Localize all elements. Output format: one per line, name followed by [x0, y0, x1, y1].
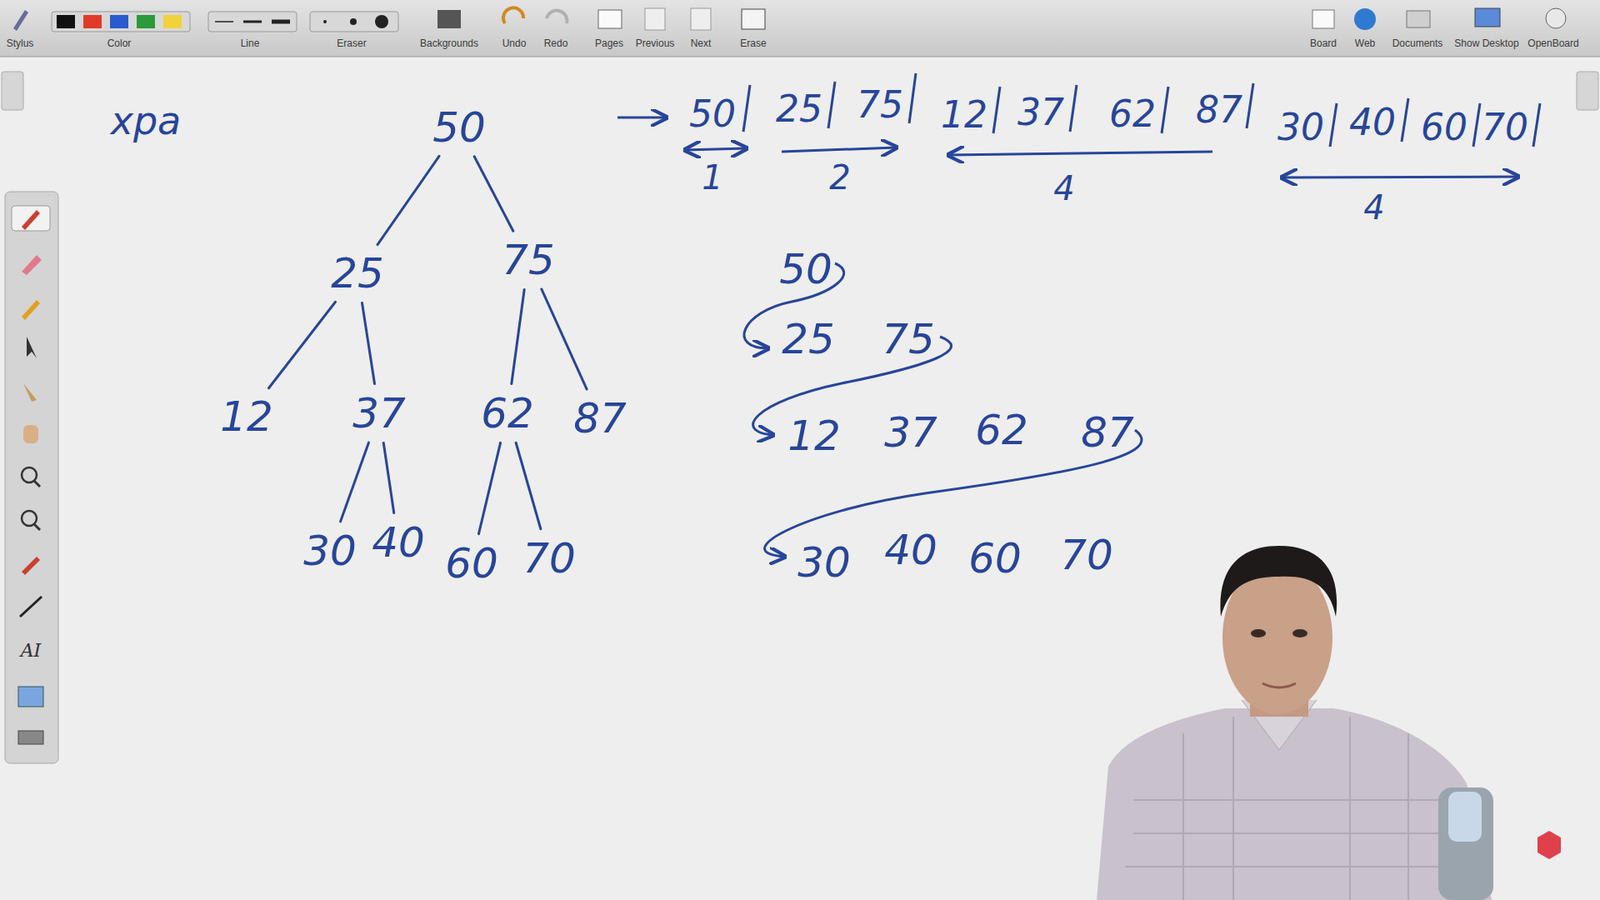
toolbar-label: Backgrounds	[420, 38, 479, 50]
toolbar-label: Show Desktop	[1454, 38, 1519, 50]
node-value: 87	[573, 395, 627, 442]
tree-branch	[541, 289, 587, 390]
handwritten-text: 2	[829, 158, 850, 197]
handwritten-text: 87	[1195, 89, 1243, 132]
handwritten-text: 62	[1109, 93, 1156, 136]
tree-branch	[383, 442, 394, 513]
tree-value: 25	[324, 249, 391, 299]
tree-branch	[377, 155, 440, 245]
toolbar-label: Undo	[502, 38, 527, 50]
node-value: 70	[522, 535, 576, 582]
handwritten-text: 4	[1053, 169, 1075, 208]
tree-branch	[478, 442, 500, 534]
tree-branch	[340, 442, 370, 522]
node-value: 25	[330, 250, 385, 297]
toolbar-label: Color	[107, 38, 132, 50]
group-brackets	[685, 147, 1519, 178]
node-value: 40	[371, 520, 425, 566]
node-value: 75	[501, 237, 555, 284]
handwritten-text: 75	[856, 84, 904, 127]
handwritten-text: 70	[1060, 531, 1114, 580]
handwritten-text: 60	[1420, 106, 1468, 150]
handwritten-text: 50	[779, 245, 833, 295]
toolbar-label: Documents	[1392, 38, 1444, 50]
toolbar	[0, 0, 1600, 57]
node-value: 30	[303, 528, 357, 575]
node-value: 60	[445, 540, 499, 587]
handwritten-text: 60	[968, 535, 1022, 584]
handwritten-text: 30	[1277, 106, 1325, 150]
toolbar-label: Previous	[635, 38, 675, 50]
tree-value: 87	[566, 394, 634, 444]
tool-icon-label: AI	[20, 640, 42, 661]
handwritten-text: 50	[689, 93, 736, 136]
node-value: 12	[220, 394, 274, 440]
tree-value: 62	[474, 389, 541, 439]
handwritten-text: 40	[1349, 101, 1396, 145]
handwritten-text: 25	[775, 88, 823, 131]
tool-panel	[5, 191, 59, 764]
node-value: 50	[432, 105, 486, 151]
tree-value: 60	[438, 539, 505, 589]
toolbar-label: Stylus	[6, 38, 35, 50]
ink-arrow	[617, 116, 667, 120]
toolbar-label: Board	[1310, 38, 1337, 50]
toolbar-label: Eraser	[336, 38, 366, 50]
level-arrows	[744, 263, 1142, 557]
tree-value: 75	[495, 235, 562, 285]
handwritten-text: 37	[884, 409, 938, 458]
handwritten-text: 70	[1481, 106, 1529, 150]
tree-value: 70	[515, 534, 583, 584]
tree-branch	[515, 442, 541, 529]
side-tab	[1576, 71, 1599, 110]
tree-value: 30	[296, 526, 364, 576]
tree-branch	[511, 289, 525, 384]
handwritten-text: 12	[940, 94, 988, 137]
handwritten-text: 87	[1080, 409, 1135, 458]
toolbar-label: Line	[240, 38, 260, 50]
handwritten-text: xpa	[110, 99, 182, 144]
toolbar-label: Pages	[595, 38, 624, 50]
tree-value: 37	[345, 389, 413, 439]
tree-value: 12	[213, 392, 280, 442]
toolbar-label: Erase	[740, 38, 766, 50]
toolbar-label: Web	[1355, 38, 1375, 50]
handwritten-text: 40	[884, 526, 938, 575]
presenter	[1096, 545, 1561, 900]
toolbar-label: Redo	[544, 38, 569, 50]
strike-marks	[743, 73, 1540, 147]
tree-value: 50	[425, 103, 493, 153]
toolbar-icons	[13, 7, 1566, 32]
tree-value: 40	[365, 518, 432, 568]
side-tab	[1, 71, 24, 110]
tree-branch	[474, 156, 514, 231]
handwritten-text: 75	[881, 315, 935, 365]
tree-branch	[361, 302, 375, 384]
handwritten-text: 4	[1363, 188, 1385, 227]
toolbar-label: OpenBoard	[1527, 38, 1579, 50]
handwritten-text: 62	[975, 406, 1029, 455]
node-value: 62	[480, 390, 535, 437]
handwritten-text: 25	[781, 315, 835, 365]
handwritten-text: 30	[797, 539, 851, 588]
handwritten-text: 37	[1017, 91, 1065, 135]
node-value: 37	[352, 390, 406, 437]
toolbar-label: Next	[690, 38, 712, 50]
handwritten-text: 1	[701, 158, 723, 197]
tree-branch	[268, 301, 335, 389]
handwritten-text: 12	[787, 412, 841, 461]
